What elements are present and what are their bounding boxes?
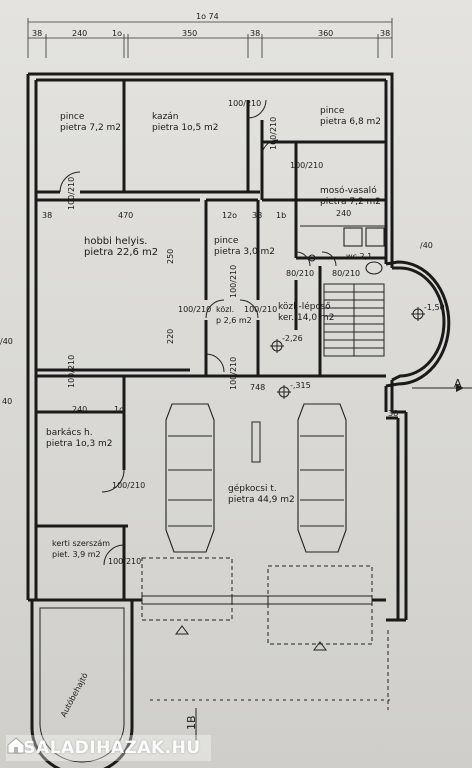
door-label-7: 100/210: [178, 305, 212, 314]
dim-top-6: 360: [318, 29, 334, 38]
dim-right-edge: /40: [420, 241, 433, 250]
room-garden-tools: kerti szerszám piet. 3,9 m2: [52, 538, 110, 560]
room-name: barkács h.: [46, 428, 93, 438]
dim-top-7: 38: [380, 29, 391, 38]
watermark: CSALADIHAZAK.HU: [6, 735, 211, 761]
room-wc: wc 2,1: [346, 251, 372, 262]
watermark-text: CSALADIHAZAK.HU: [10, 738, 201, 758]
door-label-2: 100/210: [67, 176, 76, 210]
total-dimension: 1o 74: [196, 12, 219, 21]
room-name: wc: [346, 252, 357, 261]
dim-top-5: 38: [250, 29, 261, 38]
room-area: pietra 7,2 m2: [320, 197, 382, 207]
door-label-1: 100/210: [228, 99, 262, 108]
room-name: kazán: [152, 112, 179, 122]
room-area: piet. 3,9 m2: [52, 550, 101, 559]
dim-mid-3: 12o: [222, 211, 238, 220]
room-area: pietra 3,0 m2: [214, 247, 276, 257]
room-name: mosó-vasaló: [320, 186, 377, 196]
dim-garage-right: 38: [388, 409, 399, 418]
door-label-4: 100/210: [290, 161, 324, 170]
room-area: pietra 44,9 m2: [228, 495, 295, 505]
door-label-5: 80/210: [286, 269, 315, 278]
room-name: gépkocsi t.: [228, 484, 277, 494]
door-label-11: 100/210: [67, 354, 76, 388]
door-label-13: 100/210: [108, 557, 142, 566]
room-area: 2,1: [359, 252, 373, 261]
level-markers: [270, 307, 425, 399]
dim-top-1: 38: [32, 29, 43, 38]
room-name: hobbi helyis.: [84, 236, 148, 247]
top-dimension-lines: [27, 18, 393, 58]
dim-left-1: 250: [166, 248, 175, 264]
room-garage: gépkocsi t. pietra 44,9 m2: [228, 484, 295, 506]
door-label-9: 100/210: [244, 305, 278, 314]
dim-mid-4: 38: [252, 211, 263, 220]
room-name: pince: [320, 106, 345, 116]
garage-doors: [128, 557, 386, 651]
room-name: közl.-lépcső: [278, 302, 331, 312]
dim-mid-2: 470: [118, 211, 134, 220]
door-label-6: 80/210: [332, 269, 361, 278]
room-name: pince: [60, 112, 85, 122]
dim-left-edge-2: 40: [2, 397, 13, 406]
dim-left-edge-1: /40: [0, 337, 13, 346]
room-workshop: barkács h. pietra 1o,3 m2: [46, 428, 113, 450]
section-marker-label: A: [454, 377, 462, 390]
door-label-10: 100/210: [229, 356, 238, 390]
section-marker: [412, 384, 472, 392]
bottom-marker-label: 1B: [185, 715, 198, 730]
house-logo-icon: [7, 737, 25, 754]
room-corridor-small: közl. p 2,6 m2: [216, 304, 252, 326]
level-label-2: -,315: [290, 381, 311, 390]
room-area: pietra 6,8 m2: [320, 117, 382, 127]
room-area: pietra 7,2 m2: [60, 123, 122, 133]
room-stair-corridor: közl.-lépcső ker. 14,0 m2: [278, 302, 334, 324]
dim-mid-6: 240: [336, 209, 352, 218]
room-hobby: hobbi helyis. pietra 22,6 m2: [84, 236, 158, 258]
laundry-fixtures: [300, 225, 386, 275]
dim-left-2: 220: [166, 328, 175, 344]
dim-mid-1: 38: [42, 211, 53, 220]
level-label-3: -1,50: [424, 303, 445, 312]
dim-mid-5: 1b: [276, 211, 287, 220]
garage-cars: [165, 403, 347, 553]
door-label-12: 100/210: [112, 481, 146, 490]
room-name: közl.: [216, 305, 235, 314]
room-boiler: kazán pietra 1o,5 m2: [152, 112, 219, 134]
outer-walls: [26, 72, 451, 710]
room-area: pietra 1o,3 m2: [46, 439, 113, 449]
level-label-1: -2,26: [282, 334, 303, 343]
door-label-3: 100/210: [269, 116, 278, 150]
dim-garage-width: 748: [250, 383, 266, 392]
dim-top-2: 240: [72, 29, 88, 38]
room-cellar-1: pince pietra 7,2 m2: [60, 112, 121, 134]
stairs: [323, 283, 385, 357]
room-area: pietra 1o,5 m2: [152, 123, 219, 133]
dim-top-4: 350: [182, 29, 198, 38]
door-label-8: 100/210: [229, 264, 238, 298]
dim-garage-left-2: 1o: [114, 405, 124, 414]
room-area: p 2,6 m2: [216, 316, 252, 325]
dim-top-3: 1o: [112, 29, 122, 38]
room-cellar-3: pince pietra 3,0 m2: [214, 236, 275, 258]
room-area: pietra 22,6 m2: [84, 247, 159, 258]
entry-ramp: [30, 600, 390, 768]
room-name: kerti szerszám: [52, 539, 111, 548]
room-laundry: mosó-vasaló pietra 7,2 m2: [320, 186, 381, 208]
room-name: pince: [214, 236, 239, 246]
door-swings: [59, 99, 337, 566]
room-area: ker. 14,0 m2: [278, 313, 335, 323]
room-cellar-2: pince pietra 6,8 m2: [320, 106, 381, 128]
interior-walls: [36, 80, 386, 600]
dim-garage-left-1: 240: [72, 405, 88, 414]
